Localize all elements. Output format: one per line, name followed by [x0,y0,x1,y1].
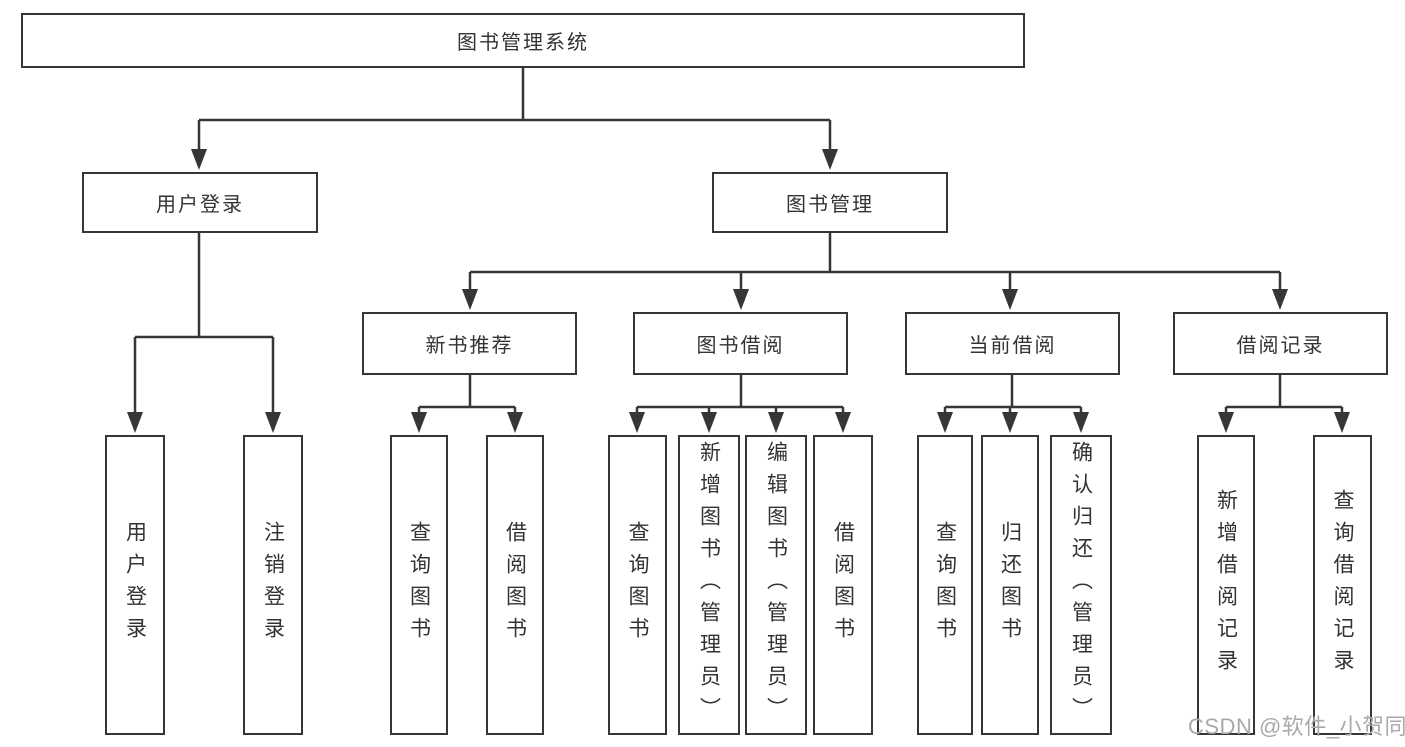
node-label: 新书推荐 [425,335,514,357]
node-label: 借阅记录 [1236,335,1325,357]
arrow-icon [1272,289,1288,310]
leaf-label: 查询图书 [933,521,957,649]
arrow-icon [1002,412,1018,433]
leaf-label: 新增借阅记录 [1214,489,1238,681]
arrow-icon [127,412,143,433]
arrow-icon [835,412,851,433]
arrow-icon [411,412,427,433]
arrow-icon [265,412,281,433]
leaf-label: 编辑图书（管理员） [764,441,788,729]
arrow-icon [1073,412,1089,433]
leaf-label: 查询图书 [626,521,650,649]
leaf-query-borrow-record: 查询借阅记录 [1313,435,1372,735]
connector-root-to-level2 [197,68,832,150]
arrowheads [127,149,1350,433]
leaf-logout: 注销登录 [243,435,303,735]
node-label: 当前借阅 [968,335,1057,357]
leaf-add-borrow-record: 新增借阅记录 [1197,435,1255,735]
connector-book-mgmt-to-level3 [468,233,1282,290]
leaf-query-books-borrow: 查询图书 [608,435,667,735]
node-current-borrow: 当前借阅 [905,312,1120,375]
node-user-login: 用户登录 [82,172,318,233]
arrow-icon [629,412,645,433]
node-label: 图书管理 [786,194,874,216]
leaf-add-books-admin: 新增图书（管理员） [678,435,740,735]
connector-book-borrow-to-leaves [635,375,845,413]
arrow-icon [1218,412,1234,433]
leaf-confirm-return-admin: 确认归还（管理员） [1050,435,1112,735]
arrow-icon [1002,289,1018,310]
leaf-label: 查询图书 [407,521,431,649]
arrow-icon [191,149,207,170]
arrow-icon [1334,412,1350,433]
node-label: 用户登录 [156,194,244,216]
leaf-edit-books-admin: 编辑图书（管理员） [745,435,807,735]
arrow-icon [507,412,523,433]
arrow-icon [822,149,838,170]
connector-user-login-to-leaves [133,233,275,413]
leaf-query-books-recommend: 查询图书 [390,435,448,735]
node-book-management: 图书管理 [712,172,948,233]
arrow-icon [937,412,953,433]
node-new-book-recommend: 新书推荐 [362,312,577,375]
leaf-label: 借阅图书 [503,521,527,649]
leaf-query-books-current: 查询图书 [917,435,973,735]
arrow-icon [462,289,478,310]
leaf-return-books: 归还图书 [981,435,1039,735]
csdn-watermark: CSDN @软件_小贺同学 [1188,714,1405,739]
connector-current-borrow-to-leaves [943,375,1083,413]
node-label: 图书管理系统 [457,32,589,54]
node-label: 图书借阅 [696,335,785,357]
arrow-icon [733,289,749,310]
leaf-user-login: 用户登录 [105,435,165,735]
leaf-label: 新增图书（管理员） [697,441,721,729]
leaf-label: 借阅图书 [831,521,855,649]
leaf-label: 用户登录 [123,521,147,649]
leaf-borrow-books: 借阅图书 [813,435,873,735]
leaf-label: 注销登录 [261,521,285,649]
arrow-icon [701,412,717,433]
leaf-label: 归还图书 [998,521,1022,649]
leaf-label: 查询借阅记录 [1331,489,1355,681]
node-borrow-record: 借阅记录 [1173,312,1388,375]
leaf-borrow-books-recommend: 借阅图书 [486,435,544,735]
connector-new-book-to-leaves [417,375,517,413]
connector-borrow-record-to-leaves [1224,375,1344,413]
leaf-label: 确认归还（管理员） [1069,441,1093,729]
arrow-icon [768,412,784,433]
node-library-system: 图书管理系统 [21,13,1025,68]
node-book-borrow: 图书借阅 [633,312,848,375]
